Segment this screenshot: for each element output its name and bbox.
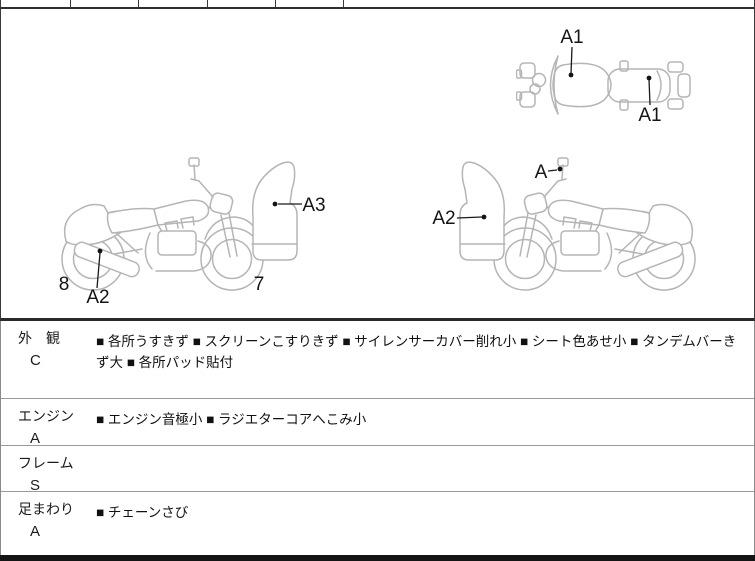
damage-diagram-area: A1 A1 8 A2 7 A3 A2 A (0, 9, 755, 321)
inspection-table: 外 観 C ■ 各所うすきず ■ スクリーンこすりきず ■ サイレンサーカバー削… (0, 321, 755, 555)
header-cell (1, 0, 71, 7)
header-cell (71, 0, 139, 7)
inspection-row-undercarriage: 足まわり A ■ チェーンさび (1, 492, 754, 555)
side-view-motorcycle-right (459, 157, 696, 291)
top-view-motorcycle (516, 55, 691, 115)
category-label: フレーム (18, 455, 74, 471)
grade-value: C (30, 352, 41, 369)
header-cell (276, 0, 344, 7)
grade-value: S (30, 477, 41, 494)
defect-items: ■ エンジン音極小 ■ ラジエターコアへこみ小 (96, 412, 367, 427)
defect-items: ■ チェーンさび (96, 505, 189, 520)
header-cell (344, 0, 754, 7)
header-cell (139, 0, 208, 7)
inspection-row-frame: フレーム S (1, 446, 754, 494)
label-a1-tank: A1 (560, 27, 583, 48)
defect-items (96, 446, 754, 491)
header-cell (208, 0, 276, 7)
side-view-motorcycle-left (61, 157, 298, 291)
category-label: 足まわり (18, 501, 74, 517)
inspection-row-exterior: 外 観 C ■ 各所うすきず ■ スクリーンこすりきず ■ サイレンサーカバー削… (1, 321, 754, 399)
bottom-border-bar (0, 555, 755, 561)
grade-value: A (30, 523, 41, 540)
category-label: エンジン (18, 408, 74, 424)
defect-items: ■ 各所うすきず ■ スクリーンこすりきず ■ サイレンサーカバー削れ小 ■ シ… (96, 334, 737, 370)
cropped-header-row (0, 0, 755, 9)
grade-value: A (30, 430, 41, 447)
inspection-row-engine: エンジン A ■ エンジン音極小 ■ ラジエターコアへこみ小 (1, 399, 754, 447)
category-label: 外 観 (18, 330, 60, 346)
